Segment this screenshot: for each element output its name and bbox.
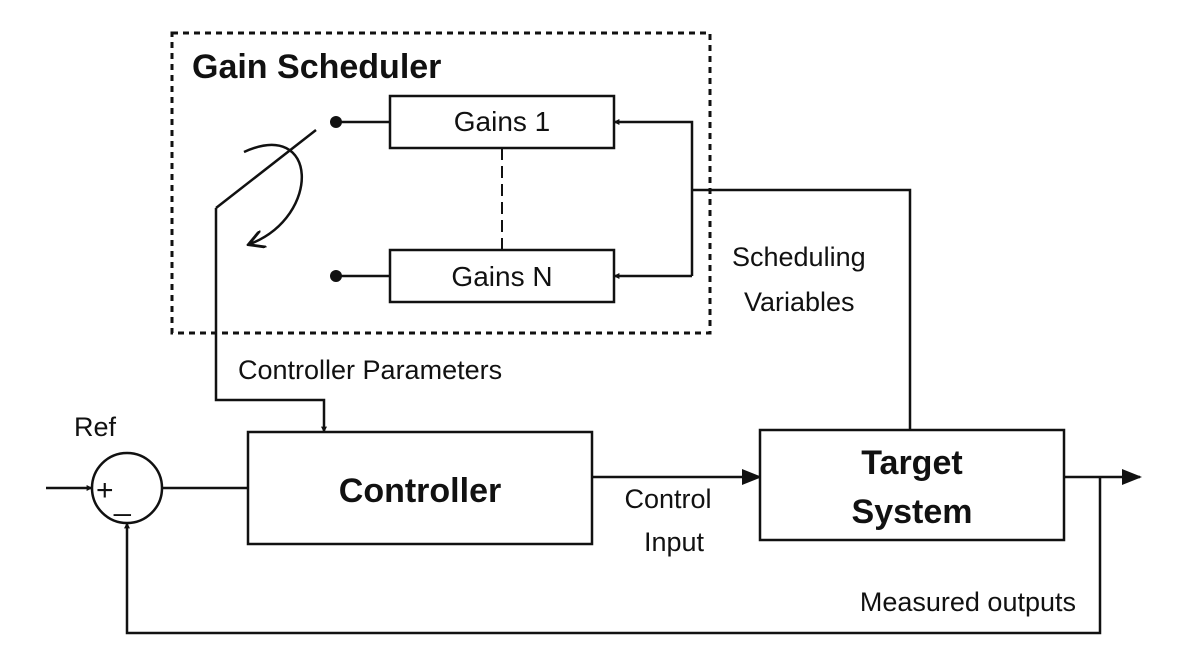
summing-minus-sign: _	[113, 484, 132, 517]
gains-n-contact	[330, 270, 342, 282]
control-input-label-line2: Input	[644, 527, 705, 557]
target-system-block	[758, 428, 1066, 542]
target-system-label-line2: System	[852, 493, 973, 531]
summing-plus-sign: +	[96, 474, 114, 507]
selector-switch-arm	[215, 129, 317, 209]
scheduling-variables-wire	[692, 188, 912, 430]
reference-label: Ref	[74, 412, 117, 442]
gain-scheduler-title: Gain Scheduler	[192, 48, 441, 86]
gains-n-label: Gains N	[451, 261, 552, 292]
measured-outputs-feedback-wire	[124, 477, 1102, 635]
controller-block	[246, 430, 594, 546]
scheduling-variables-label-line2: Variables	[744, 287, 855, 317]
gains-1-label: Gains 1	[454, 106, 551, 137]
measured-outputs-label: Measured outputs	[860, 587, 1076, 617]
gains-1-contact	[330, 116, 342, 128]
scheduling-variables-label-line1: Scheduling	[732, 242, 866, 272]
controller-label: Controller	[339, 472, 501, 510]
gains-1-block	[388, 94, 616, 150]
gain-scheduler-boundary	[170, 31, 712, 335]
controller-parameters-label: Controller Parameters	[238, 355, 502, 385]
controller-parameters-wire	[214, 208, 327, 433]
scheduling-to-gains-1-wire	[613, 119, 694, 276]
target-system-label-line1: Target	[861, 444, 962, 482]
switch-rotation-arrow	[243, 143, 304, 244]
control-input-label-line1: Control	[624, 484, 711, 514]
